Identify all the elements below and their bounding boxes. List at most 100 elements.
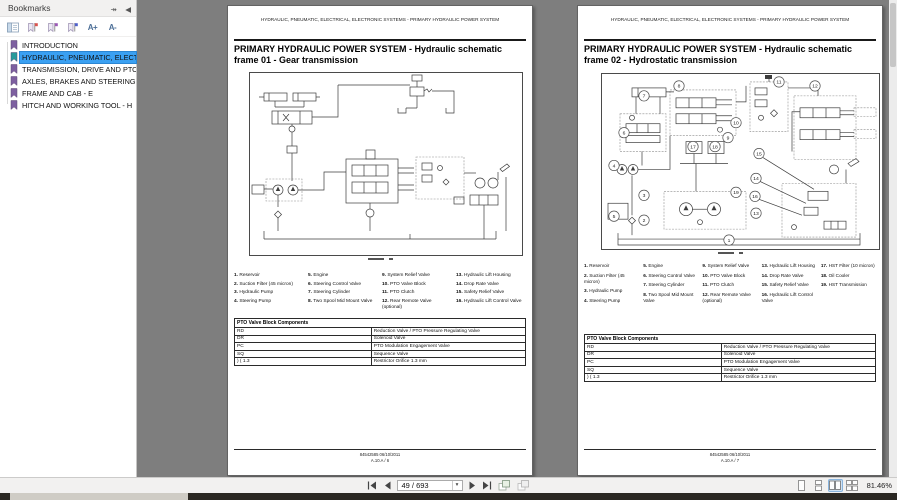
bookmark-item[interactable]: HYDRAULIC, PNEUMATIC, ELECTRICA [0,50,137,64]
component-item: 10. PTO Valve Block [382,281,426,287]
svg-text:8: 8 [678,84,681,90]
previous-view-button[interactable] [497,479,512,491]
vertical-scrollbar-thumb[interactable] [890,3,896,67]
component-item: 9. System Relief Valve [382,273,430,278]
component-item: 6. Steering Control Valve [308,281,361,287]
bookmark-icon [10,52,20,62]
svg-text:1: 1 [728,238,731,244]
svg-text:15: 15 [756,151,762,157]
font-increase-icon[interactable]: A+ [87,22,98,32]
next-page-button[interactable] [467,480,478,491]
header-rule [584,39,876,41]
page-right: HYDRAULIC, PNEUMATIC, ELECTRICAL, ELECTR… [577,5,883,476]
first-page-button[interactable] [367,480,378,491]
taskbar-strip [0,492,897,500]
bookmark-item[interactable]: TRANSMISSION, DRIVE AND PTO OU [0,63,136,75]
bookmark-icon [10,40,20,50]
page-number-value[interactable]: 49 / 693 [401,480,429,490]
collapse-panel-icon[interactable]: ◀ [125,5,131,14]
bookmark-icon [10,100,20,110]
page-navigation: 49 / 693 ▾ [367,479,531,491]
two-page-continuous-view-icon[interactable] [845,479,860,492]
component-item: 7. Steering Cylinder [308,290,351,296]
bookmark-label: HYDRAULIC, PNEUMATIC, ELECTRICA [19,50,137,64]
component-item: 7. Steering Cylinder [643,282,685,288]
component-item: 11. PTO Clutch [702,282,735,288]
component-legend: 1. Reservoir 2. Suction Filter (45 micron… [584,263,876,308]
bookmark-icon [10,76,20,86]
bookmark-item[interactable]: HITCH AND WORKING TOOL - H [0,99,136,111]
header-rule [234,39,526,41]
component-item: 4. Steering Pump [584,297,621,303]
component-item: 18. Oil Cooler [820,272,850,278]
component-item: 16. Hydraulic Lift Control Valve [456,299,522,305]
component-item: 11. PTO Clutch [382,290,415,296]
bookmark-item[interactable]: AXLES, BRAKES AND STEERING - D [0,75,136,87]
svg-text:13: 13 [753,211,759,217]
next-view-button[interactable] [516,479,531,491]
bookmark-item[interactable]: INTRODUCTION [0,39,136,51]
previous-page-button[interactable] [382,480,393,491]
component-item: 2. Suction Filter (45 micron) [234,281,293,287]
svg-text:5: 5 [613,214,616,220]
component-item: 19. HST Transmission [820,282,867,288]
single-page-view-icon[interactable] [794,479,809,492]
panel-options-icon[interactable] [6,21,19,33]
footer-rule [584,449,876,450]
schematic-caption [578,252,882,254]
vertical-scrollbar[interactable] [889,0,897,477]
bookmark-red-icon[interactable] [26,21,39,33]
svg-text:12: 12 [812,84,818,90]
svg-text:18: 18 [712,144,718,150]
page-footer: 84542585 06/10/2011 A.10.A / 7 [578,452,882,465]
hydraulic-schematic-frame-01 [249,72,523,256]
document-area: HYDRAULIC, PNEUMATIC, ELECTRICAL, ELECTR… [137,0,897,477]
bookmark-blue-icon[interactable] [66,21,79,33]
svg-text:14: 14 [753,176,759,182]
svg-text:11: 11 [776,80,781,86]
bookmark-item[interactable]: FRAME AND CAB - E [0,87,136,99]
svg-text:10: 10 [733,121,739,127]
bookmarks-panel-title: Bookmarks [8,3,51,13]
page-dropdown-caret-icon[interactable]: ▾ [451,480,462,490]
svg-text:6: 6 [623,130,626,136]
bookmark-purple-icon[interactable] [46,21,59,33]
svg-text:3: 3 [643,193,646,199]
page-left: HYDRAULIC, PNEUMATIC, ELECTRICAL, ELECTR… [227,5,533,476]
svg-text:4: 4 [613,163,616,169]
bottom-toolbar: 49 / 693 ▾ 81.46% [0,477,897,493]
component-item: 13. Hydraulic Lift Housing [456,273,511,278]
component-item: 14. Drop Rate Valve [456,281,499,287]
page-number-field[interactable]: 49 / 693 ▾ [396,479,463,491]
view-mode-controls: 81.46% [794,479,892,492]
component-item: 1. Reservoir [584,263,610,268]
component-item: 12. Rear Remote Valve (optional) [702,291,751,303]
component-item: 8. Two Spool Mid Mount Valve [643,291,694,303]
continuous-view-icon[interactable] [811,479,826,492]
component-item: 3. Hydraulic Pump [584,288,623,294]
page-title: PRIMARY HYDRAULIC POWER SYSTEM - Hydraul… [584,44,853,66]
component-item: 2. Suction Filter (45 micron) [584,272,625,284]
svg-text:19: 19 [733,190,739,196]
two-page-view-icon[interactable] [827,479,843,492]
last-page-button[interactable] [482,480,493,491]
font-decrease-icon[interactable]: A- [108,22,117,32]
page-title: PRIMARY HYDRAULIC POWER SYSTEM - Hydraul… [234,44,503,66]
running-header: HYDRAULIC, PNEUMATIC, ELECTRICAL, ELECTR… [610,17,850,22]
footer-page-code: A.10.A / 7 [720,458,740,464]
dock-panel-icon[interactable]: ↠ [110,5,117,14]
